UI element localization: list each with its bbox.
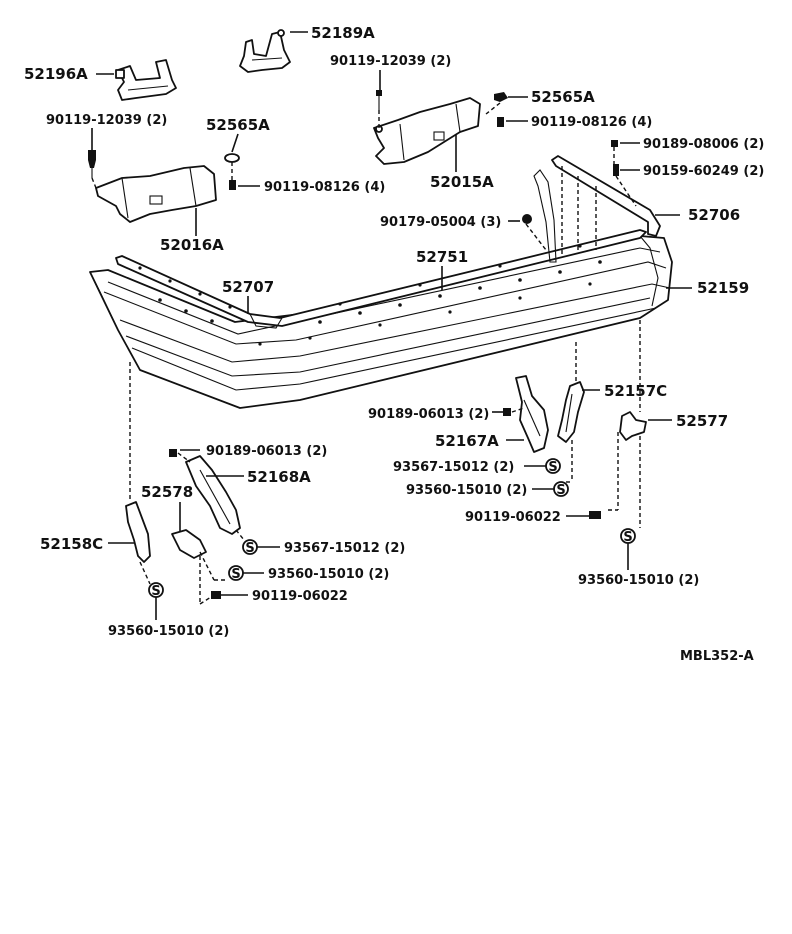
label-90189-06013-left: 90189-06013 (2) [206,444,327,459]
side-retainer [533,155,661,263]
label-90119-12039-top: 90119-12039 (2) [330,54,451,69]
fastener-90189-06013-right [503,408,511,416]
label-90119-08126-right: 90119-08126 (4) [531,115,652,130]
clip-symbol: S [228,565,244,582]
retainer-strip [115,229,647,329]
label-52157C: 52157C [604,382,667,400]
label-93560-15010-bottom: 93560-15010 (2) [108,624,229,639]
label-90179-05004: 90179-05004 (3) [380,215,501,230]
bracket-52158C [125,501,151,563]
label-90119-06022-right: 90119-06022 [465,510,561,525]
label-90189-06013-right: 90189-06013 (2) [368,407,489,422]
label-93560-15010-right: 93560-15010 (2) [578,573,699,588]
fastener-90119-06022-left [211,591,221,599]
fastener-90119-06022-right [589,511,601,519]
label-52158C: 52158C [40,535,103,553]
fastener-90119-08126-left [229,180,236,190]
label-93560-15010-left: 93560-15010 (2) [268,567,389,582]
fastener-90119-12039-left [88,150,96,178]
label-90119-06022-left: 90119-06022 [252,589,348,604]
fastener-90159-60249 [613,164,619,176]
label-90159-60249: 90159-60249 (2) [643,164,764,179]
diagram-code: MBL352-A [680,649,754,664]
fastener-52565A-left [224,153,240,163]
bracket-52168A [185,455,241,535]
bracket-52167A [515,375,549,453]
bracket-52578 [171,529,207,559]
svg-text:S: S [623,530,632,545]
label-93567-15012-left: 93567-15012 (2) [284,541,405,556]
bracket-52196A [115,59,177,101]
svg-text:S: S [548,460,557,475]
label-52167A: 52167A [435,432,499,450]
fastener-90119-08126-right [497,117,504,127]
label-52016A: 52016A [160,236,224,254]
label-52565A-right: 52565A [531,88,595,106]
bracket-52189A [239,29,291,73]
svg-text:S: S [556,483,565,498]
fastener-90179-05004 [522,214,532,224]
label-52168A: 52168A [247,468,311,486]
label-52196A: 52196A [24,65,88,83]
clip-symbol: S [545,458,561,475]
label-52189A: 52189A [311,24,375,42]
bracket-52157C [557,381,585,443]
label-52159: 52159 [697,279,749,297]
fastener-52565A-right [494,92,508,102]
label-52707: 52707 [222,278,274,296]
fastener-90189-06013-left [169,449,177,457]
label-52706: 52706 [688,206,740,224]
label-90119-12039-left: 90119-12039 (2) [46,113,167,128]
bumper-cover [89,235,673,409]
fastener-90119-12039-right [376,90,382,110]
svg-text:S: S [245,541,254,556]
assembly-lines [91,102,641,605]
label-90189-08006: 90189-08006 (2) [643,137,764,152]
label-52565A-left: 52565A [206,116,270,134]
label-93560-15010-mid: 93560-15010 (2) [406,483,527,498]
clip-symbol: S [148,582,164,599]
part-labels: 52189A 52196A 90119-12039 (2) 52565A 901… [24,24,764,664]
bracket-52577 [619,411,647,441]
label-93567-15012-right: 93567-15012 (2) [393,460,514,475]
clip-symbol: S [553,481,569,498]
svg-text:S: S [231,567,240,582]
label-52015A: 52015A [430,173,494,191]
label-52751: 52751 [416,248,468,266]
bracket-52016A [95,165,217,223]
clip-symbol: S [242,539,258,556]
label-52578: 52578 [141,483,193,501]
label-52577: 52577 [676,412,728,430]
fastener-90189-08006 [611,140,618,147]
clip-symbol: S [620,528,636,545]
label-90119-08126-left: 90119-08126 (4) [264,180,385,195]
svg-text:S: S [151,584,160,599]
bracket-52015A [373,97,481,165]
leader-lines [91,31,692,620]
